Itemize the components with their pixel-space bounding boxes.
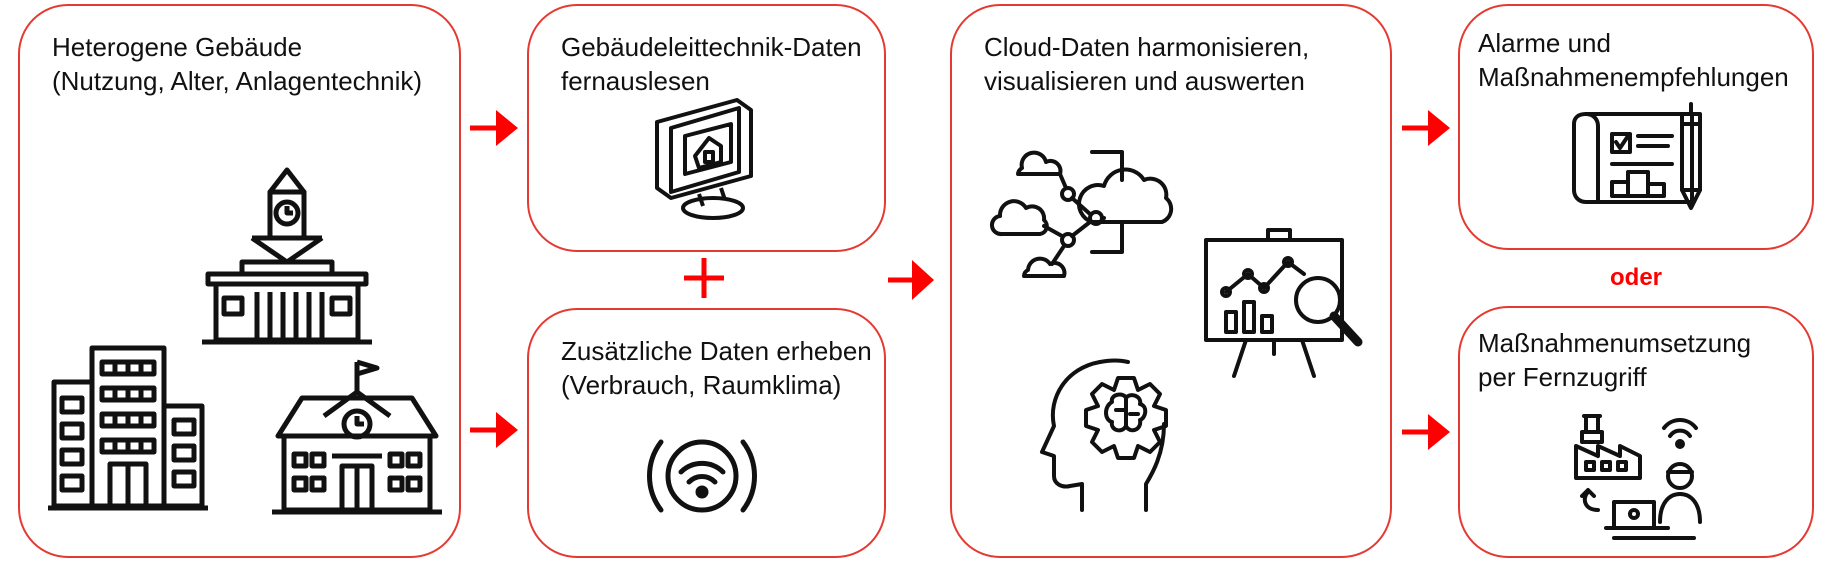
- additional-title: Zusätzliche Daten erheben (Verbrauch, Ra…: [561, 334, 872, 402]
- alarms-title-line1: Alarme und: [1478, 28, 1611, 58]
- remote-action-box: Maßnahmenumsetzung per Fernzugriff: [1458, 306, 1814, 558]
- remote-read-title-line2: fernauslesen: [561, 66, 710, 96]
- remote-action-title: Maßnahmenumsetzung per Fernzugriff: [1478, 326, 1751, 394]
- cloud-title: Cloud-Daten harmonisieren, visualisieren…: [984, 30, 1309, 98]
- remote-read-title-line1: Gebäudeleittechnik-Daten: [561, 32, 862, 62]
- cloud-title-line2: visualisieren und auswerten: [984, 66, 1305, 96]
- buildings-title: Heterogene Gebäude (Nutzung, Alter, Anla…: [52, 30, 422, 98]
- cloud-box: Cloud-Daten harmonisieren, visualisieren…: [950, 4, 1392, 558]
- alarms-title-line2: Maßnahmenempfehlungen: [1478, 62, 1789, 92]
- additional-box: Zusätzliche Daten erheben (Verbrauch, Ra…: [527, 308, 886, 558]
- arrow-buildings-to-additional: [470, 412, 518, 448]
- buildings-title-line2: (Nutzung, Alter, Anlagentechnik): [52, 66, 423, 96]
- additional-title-line2: (Verbrauch, Raumklima): [561, 370, 842, 400]
- arrow-cloud-to-remote-action: [1402, 414, 1450, 450]
- alarms-title: Alarme und Maßnahmenempfehlungen: [1478, 26, 1789, 94]
- alarms-box: Alarme und Maßnahmenempfehlungen: [1458, 4, 1814, 250]
- plus-icon: [684, 258, 724, 298]
- or-connector: oder: [1610, 264, 1663, 291]
- brain-gear-icon: [1040, 358, 1168, 512]
- monitor-house-icon: [655, 98, 753, 220]
- additional-title-line1: Zusätzliche Daten erheben: [561, 336, 872, 366]
- buildings-title-line1: Heterogene Gebäude: [52, 32, 303, 62]
- remote-read-title: Gebäudeleittechnik-Daten fernauslesen: [561, 30, 862, 98]
- cloud-title-line1: Cloud-Daten harmonisieren,: [984, 32, 1310, 62]
- blueprint-plan-icon: [1572, 102, 1702, 210]
- wifi-sensor-icon: [647, 439, 757, 513]
- remote-action-title-line1: Maßnahmenumsetzung: [1478, 328, 1752, 358]
- arrow-cloud-to-alarms: [1402, 110, 1450, 146]
- remote-factory-worker-icon: [1574, 414, 1702, 540]
- presentation-analytics-icon: [1204, 228, 1363, 378]
- town-hall-icon: [202, 167, 372, 345]
- remote-action-title-line2: per Fernzugriff: [1478, 362, 1647, 392]
- cloud-network-icon: [990, 150, 1174, 278]
- office-building-icon: [48, 345, 208, 511]
- arrow-to-cloud: [888, 260, 934, 300]
- school-icon: [272, 359, 442, 515]
- arrow-buildings-to-remote: [470, 110, 518, 146]
- buildings-box: Heterogene Gebäude (Nutzung, Alter, Anla…: [18, 4, 461, 558]
- remote-read-box: Gebäudeleittechnik-Daten fernauslesen: [527, 4, 886, 252]
- plus-connector: [682, 256, 726, 300]
